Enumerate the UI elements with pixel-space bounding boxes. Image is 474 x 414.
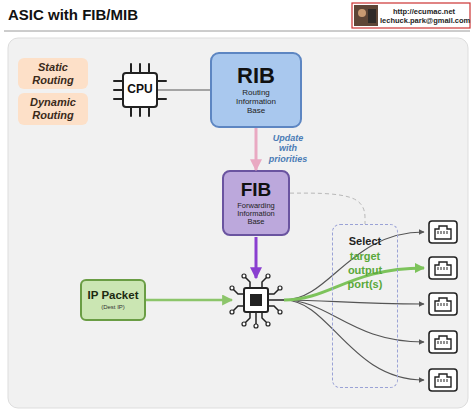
node-heading: RIB xyxy=(237,64,275,87)
ethernet-port xyxy=(429,293,457,315)
node-heading: Static Routing xyxy=(20,61,86,86)
logo-photo xyxy=(354,5,378,26)
node-heading: CPU xyxy=(127,83,152,96)
logo-photo-detail xyxy=(368,9,376,23)
fib-to-asic-arrow xyxy=(255,237,258,278)
select-region: Select target output port(s) xyxy=(332,224,398,388)
dashed-connector xyxy=(290,193,365,224)
input-box: Static Routing xyxy=(18,58,88,89)
node-heading: IP Packet xyxy=(88,289,139,302)
output-lines xyxy=(284,232,424,380)
cpu-pins xyxy=(114,64,166,116)
ethernet-port xyxy=(429,221,457,243)
fib-box: FIBForwarding Information Base xyxy=(222,170,290,236)
title-rule xyxy=(4,31,470,32)
ethernet-port xyxy=(429,257,457,279)
node-heading: Dynamic Routing xyxy=(20,96,86,121)
input-box: Dynamic Routing xyxy=(18,93,88,125)
logo-frame xyxy=(352,3,470,28)
node-subtext: (Dest IP) xyxy=(101,304,125,311)
logo-text: http://ecumac.net xyxy=(380,7,468,16)
node-subtext: Forwarding Information Base xyxy=(228,202,284,227)
node-heading: Select xyxy=(349,235,381,248)
node-subtext: target output port(s) xyxy=(340,250,390,291)
node-subtext: Routing Information Base xyxy=(226,89,286,115)
packet-to-asic-arrow xyxy=(146,299,232,302)
packet-box: IP Packet (Dest IP) xyxy=(80,279,146,321)
ethernet-port xyxy=(429,369,457,391)
background-panel xyxy=(8,38,468,408)
diagram-title: ASIC with FIB/MIB xyxy=(8,6,138,23)
node-heading: FIB xyxy=(241,180,272,200)
edge-label: Update with priorities xyxy=(264,133,312,164)
ethernet-port xyxy=(429,331,457,353)
logo-photo-face xyxy=(358,9,366,17)
logo-text: lechuck.park@gmail.com xyxy=(380,16,468,25)
connector-line xyxy=(158,89,210,91)
asic-chip xyxy=(230,274,284,328)
update-arrow xyxy=(255,128,258,170)
rib-box: RIBRouting Information Base xyxy=(210,52,302,128)
cpu-chip: CPU xyxy=(122,72,158,108)
